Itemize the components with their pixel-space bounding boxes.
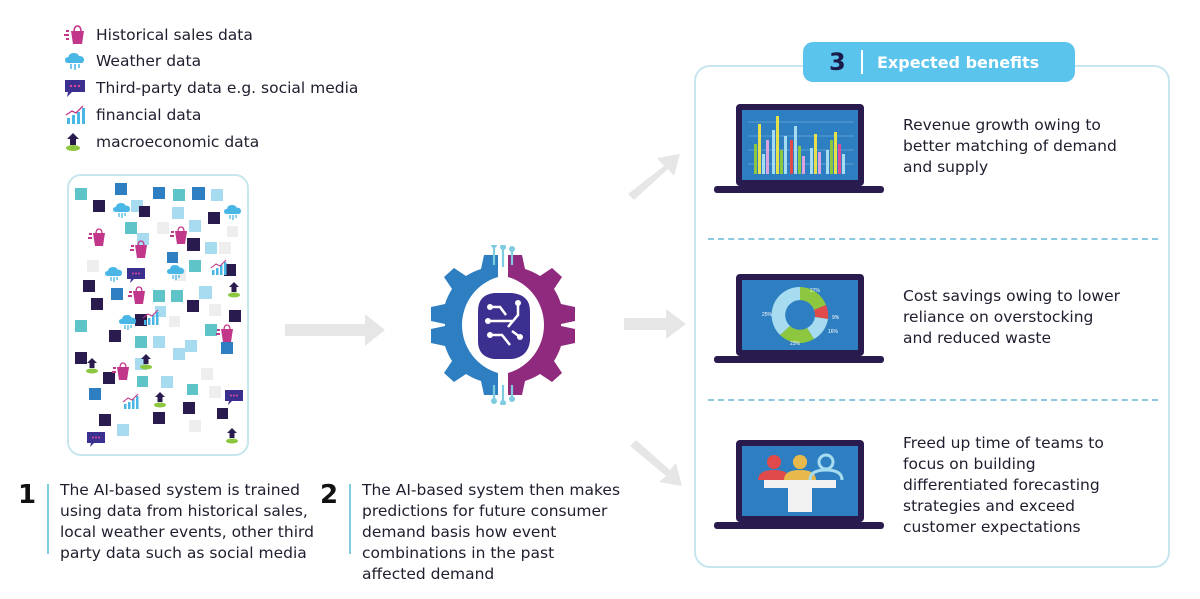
benefit-line: differentiated forecasting xyxy=(903,476,1100,494)
laptop-bar-chart-icon xyxy=(714,104,884,193)
step-line: party data such as social media xyxy=(60,544,307,562)
step-line: predictions for future consumer xyxy=(362,502,608,520)
step-number: 3 xyxy=(829,48,846,76)
data-sources-scatter xyxy=(75,183,243,447)
benefit-line: and reduced waste xyxy=(903,329,1052,347)
benefits-title: Expected benefits xyxy=(877,52,1040,72)
benefit-line: strategies and exceed xyxy=(903,497,1076,515)
benefit-line: Freed up time of teams to xyxy=(903,434,1104,452)
arrow-to-benefit-1 xyxy=(628,154,680,200)
ai-gear-icon xyxy=(431,245,575,405)
step-line: combinations in the past xyxy=(362,544,555,562)
donut-label: 16% xyxy=(828,329,839,335)
step-bar xyxy=(47,484,49,554)
shopping-bag-icon xyxy=(64,25,84,44)
benefit-line: better matching of demand xyxy=(903,137,1117,155)
step-description: The AI-based system is trained using dat… xyxy=(60,480,314,564)
legend-item-macro: macroeconomic data xyxy=(64,131,259,153)
benefit-description: Revenue growth owing to better matching … xyxy=(903,115,1117,178)
growth-plant-icon xyxy=(66,133,80,151)
laptop-team-icon xyxy=(714,440,884,529)
step-line: The AI-based system then makes xyxy=(362,481,621,499)
step-line: affected demand xyxy=(362,565,495,583)
chat-bubble-icon xyxy=(65,80,85,97)
benefit-line: and supply xyxy=(903,158,989,176)
benefits-header: 3 Expected benefits xyxy=(803,42,1075,82)
benefit-line: Revenue growth owing to xyxy=(903,116,1101,134)
step-line: demand basis how event xyxy=(362,523,557,541)
benefit-divider xyxy=(708,399,1158,401)
step-line: local weather events, other third xyxy=(60,523,314,541)
arrow-to-benefit-3 xyxy=(630,440,682,486)
legend-item-financial: financial data xyxy=(64,104,201,126)
legend-label: financial data xyxy=(96,106,202,124)
benefit-line: Cost savings owing to lower xyxy=(903,287,1121,305)
step-description: The AI-based system then makes predictio… xyxy=(362,480,620,585)
bar-chart-icon xyxy=(65,105,85,124)
benefit-description: Freed up time of teams to focus on build… xyxy=(903,433,1104,538)
donut-label: 27% xyxy=(810,288,821,294)
donut-label: 23% xyxy=(790,341,801,347)
legend-label: macroeconomic data xyxy=(96,133,260,151)
legend-label: Historical sales data xyxy=(96,26,253,44)
donut-label: 25% xyxy=(762,312,773,318)
step-line: using data from historical sales, xyxy=(60,502,308,520)
step-bar xyxy=(349,484,351,554)
arrow-to-ai xyxy=(285,314,385,346)
benefit-line: reliance on overstocking xyxy=(903,308,1094,326)
step-line: The AI-based system is trained xyxy=(60,481,300,499)
legend-item-social: Third-party data e.g. social media xyxy=(64,77,358,99)
data-sources-box xyxy=(67,174,249,456)
benefit-description: Cost savings owing to lower reliance on … xyxy=(903,286,1120,349)
legend-label: Third-party data e.g. social media xyxy=(96,79,359,97)
benefit-line: focus on building xyxy=(903,455,1036,473)
step-number: 1 xyxy=(18,480,37,510)
legend-item-sales: Historical sales data xyxy=(64,24,253,46)
step-number: 2 xyxy=(320,480,339,510)
legend-item-weather: Weather data xyxy=(64,50,201,72)
cloud-rain-icon xyxy=(65,53,84,70)
laptop-donut-chart-icon: 27% 9% 16% 23% 25% xyxy=(714,274,884,363)
benefit-line: customer expectations xyxy=(903,518,1081,536)
legend-label: Weather data xyxy=(96,52,202,70)
arrow-to-benefit-2 xyxy=(624,309,686,339)
header-separator xyxy=(861,50,863,74)
donut-label: 9% xyxy=(832,315,840,321)
benefit-divider xyxy=(708,238,1158,240)
